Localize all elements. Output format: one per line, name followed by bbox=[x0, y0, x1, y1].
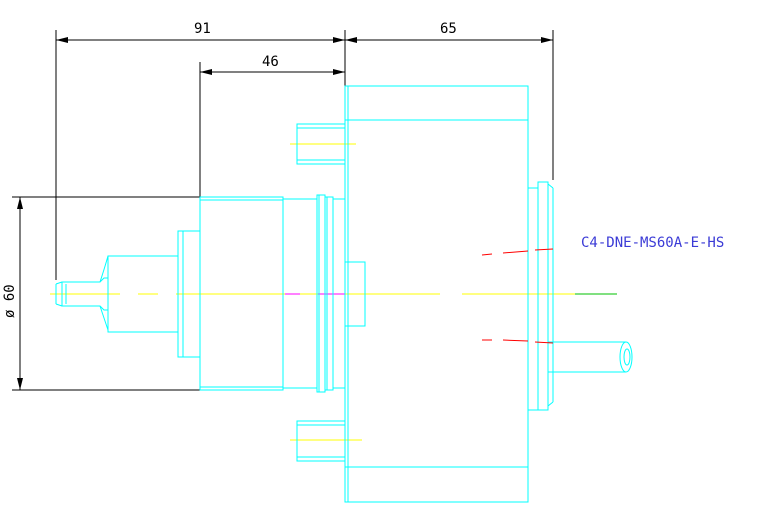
dimension-diameter-60: ø 60 bbox=[2, 284, 18, 318]
dimension-arrows bbox=[17, 37, 553, 390]
dimension-lines bbox=[12, 30, 554, 391]
cable bbox=[548, 341, 633, 373]
dimension-91: 91 bbox=[194, 21, 211, 37]
shaft bbox=[55, 255, 109, 331]
hub bbox=[344, 261, 366, 327]
rear-cover bbox=[527, 187, 539, 411]
encoder-outline bbox=[55, 85, 633, 503]
part-number-label: C4-DNE-MS60A-E-HS bbox=[581, 235, 724, 251]
dimension-46: 46 bbox=[262, 54, 279, 70]
dimension-65: 65 bbox=[440, 21, 457, 37]
mounting-bolt-bottom bbox=[296, 420, 346, 462]
hidden-lines bbox=[481, 248, 554, 344]
